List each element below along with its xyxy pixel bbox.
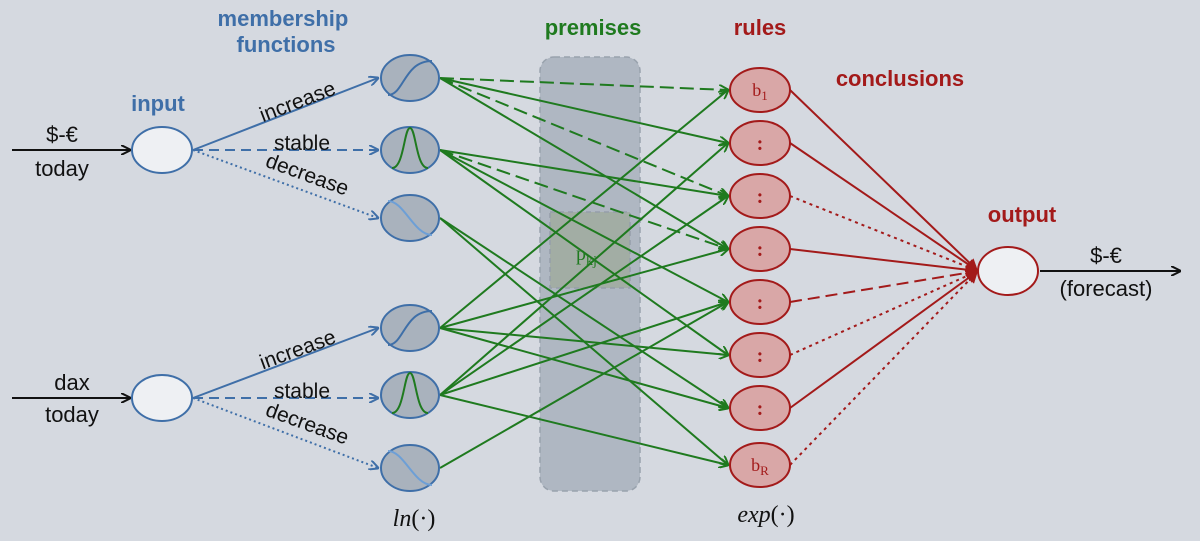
sigmoid-rise-icon: [387, 310, 433, 346]
sigmoid-fall-icon: [387, 450, 433, 486]
mf-increase-1: [380, 54, 440, 102]
premise-line: [439, 90, 728, 329]
membership-nodes: [380, 54, 440, 492]
edge-label-stable-1: stable: [274, 132, 330, 155]
conclusion-line: [789, 89, 979, 272]
premise-line: [439, 77, 728, 143]
premise-line: [439, 77, 728, 249]
output-heading: output: [988, 202, 1057, 227]
rule-node: [729, 279, 791, 325]
sigmoid-fall-icon: [387, 200, 433, 236]
rule-node-first: [729, 67, 791, 113]
premise-line: [439, 302, 728, 469]
rule-ellipsis: :: [757, 345, 764, 367]
mf-stable-2: [380, 371, 440, 419]
input-node-2: [131, 374, 193, 422]
edge-increase-1: [192, 78, 378, 151]
premise-param-label: pkj: [576, 243, 597, 269]
premise-line: [439, 149, 728, 355]
ln-function-label: ln(·): [393, 506, 436, 532]
mf-decrease-2: [380, 444, 440, 492]
rule-nodes: [729, 67, 791, 488]
edge-label-increase-1: increase: [256, 77, 338, 127]
input-1-bottom-label: today: [35, 156, 89, 181]
mf-decrease-1: [380, 194, 440, 242]
rule-node: [729, 173, 791, 219]
premise-line: [439, 77, 728, 90]
input-2-top-label: dax: [54, 370, 89, 395]
output-node: [977, 246, 1039, 296]
rules-heading: rules: [734, 15, 787, 40]
rule-ellipsis: :: [757, 239, 764, 261]
rule-node: [729, 385, 791, 431]
mf-stable-1: [380, 126, 440, 174]
conclusion-line: [789, 195, 979, 273]
conclusion-connections: [789, 89, 979, 466]
conclusion-line: [789, 248, 979, 276]
rule-node: [729, 120, 791, 166]
output-top-label: $-€: [1090, 243, 1122, 268]
input-1-top-label: $-€: [46, 122, 78, 147]
rule-node-last: [729, 442, 791, 488]
premise-connections: [439, 77, 728, 469]
rule-first-label: b1: [752, 80, 768, 103]
conclusion-line: [789, 270, 979, 356]
premise-line: [439, 302, 728, 396]
premise-line: [439, 327, 728, 408]
premise-line: [439, 77, 728, 196]
premise-line: [439, 196, 728, 396]
premise-line: [439, 327, 728, 355]
edge-increase-2: [192, 328, 378, 399]
edge-label-decrease-2: decrease: [263, 398, 352, 449]
rule-ellipsis: :: [757, 133, 764, 155]
conclusion-line: [789, 142, 979, 272]
premises-heading: premises: [545, 15, 642, 40]
premise-line: [439, 249, 728, 329]
input-2-bottom-label: today: [45, 402, 99, 427]
premise-line: [439, 149, 728, 249]
premise-line: [439, 217, 728, 408]
output-bottom-label: (forecast): [1060, 276, 1153, 301]
input-connections: [192, 78, 378, 468]
gaussian-icon: [391, 126, 429, 169]
exp-function-label: exp(·): [737, 502, 794, 528]
premise-line: [439, 149, 728, 196]
edge-label-increase-2: increase: [257, 326, 339, 375]
rule-ellipsis: :: [757, 292, 764, 314]
conclusion-line: [789, 270, 979, 466]
rule-last-label: bR: [751, 455, 769, 478]
input-node-1: [131, 126, 193, 174]
input-heading: input: [131, 91, 185, 116]
gaussian-icon: [391, 371, 429, 414]
mf-increase-2: [380, 304, 440, 352]
rule-node: [729, 332, 791, 378]
conclusion-line: [789, 270, 979, 409]
conclusions-heading: conclusions: [836, 66, 964, 91]
premise-line: [439, 143, 728, 396]
premise-line: [439, 394, 728, 465]
rule-ellipsis: :: [757, 398, 764, 420]
rule-ellipsis: :: [757, 186, 764, 208]
conclusion-line: [789, 267, 979, 303]
sigmoid-rise-icon: [387, 60, 433, 96]
edge-label-stable-2: stable: [274, 380, 330, 403]
membership-functions-heading: membership functions: [218, 6, 355, 57]
premise-line: [439, 149, 728, 302]
rule-node: [729, 226, 791, 272]
